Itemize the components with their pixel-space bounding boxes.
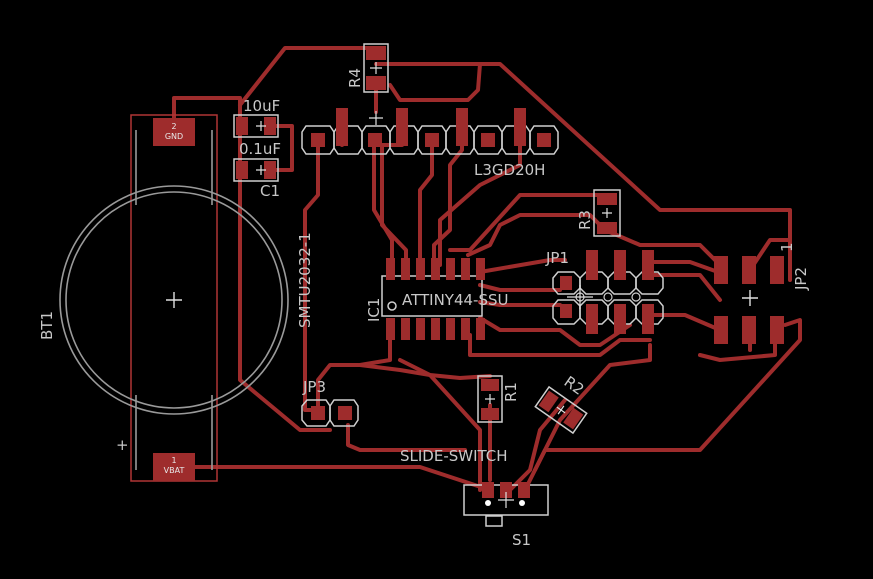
jp3-label: JP3 — [302, 378, 326, 396]
jumper-jp2: JP2 1 — [714, 242, 810, 344]
header-label: L3GD20H — [474, 161, 545, 179]
s1-label: S1 — [512, 531, 531, 549]
c1-label: C1 — [260, 182, 280, 200]
jp2-label: JP2 — [792, 267, 810, 291]
r3-label: R3 — [576, 210, 594, 230]
bt1-label: BT1 — [38, 311, 56, 340]
battery-part-label: SMTU2032-1 — [296, 232, 314, 328]
jp1-label: JP1 — [545, 249, 569, 267]
battery-holder-bt1: 2 GND 1 VBAT + BT1 SMTU2032-1 — [38, 114, 314, 482]
pad-gnd-label: GND — [165, 132, 183, 141]
battery-plus-mark: + — [116, 436, 129, 454]
jumper-jp1: JP1 — [545, 249, 664, 334]
jp2-pin-label: 1 — [778, 242, 796, 252]
pad-gnd-number: 2 — [171, 122, 176, 131]
ic1-label: IC1 — [365, 298, 383, 322]
origin-markers — [369, 111, 593, 309]
pad-vbat-number: 1 — [171, 456, 176, 465]
r1-label: R1 — [502, 382, 520, 402]
battery-vbat-pad — [153, 453, 195, 481]
resistor-r4: R4 — [346, 43, 389, 93]
slide-switch-s1: SLIDE-SWITCH S1 — [400, 447, 549, 549]
cap-10uf-label: 10uF — [243, 97, 280, 115]
resistor-r1: R1 — [477, 375, 520, 423]
slide-switch-label: SLIDE-SWITCH — [400, 447, 508, 465]
cap-01uf-label: 0.1uF — [239, 140, 281, 158]
ic1-attiny44: ATTINY44-SSU IC1 — [365, 258, 509, 340]
resistor-r3: R3 — [576, 189, 621, 237]
pad-vbat-label: VBAT — [164, 466, 185, 475]
header-l3gd20h: L3GD20H — [301, 108, 559, 179]
ic-part-label: ATTINY44-SSU — [402, 291, 509, 309]
capacitors-c1: 10uF 0.1uF C1 — [233, 97, 281, 200]
r4-label: R4 — [346, 68, 364, 88]
jumper-jp3: JP3 — [301, 378, 359, 427]
battery-gnd-pad — [153, 118, 195, 146]
resistor-r2 — [534, 385, 588, 435]
